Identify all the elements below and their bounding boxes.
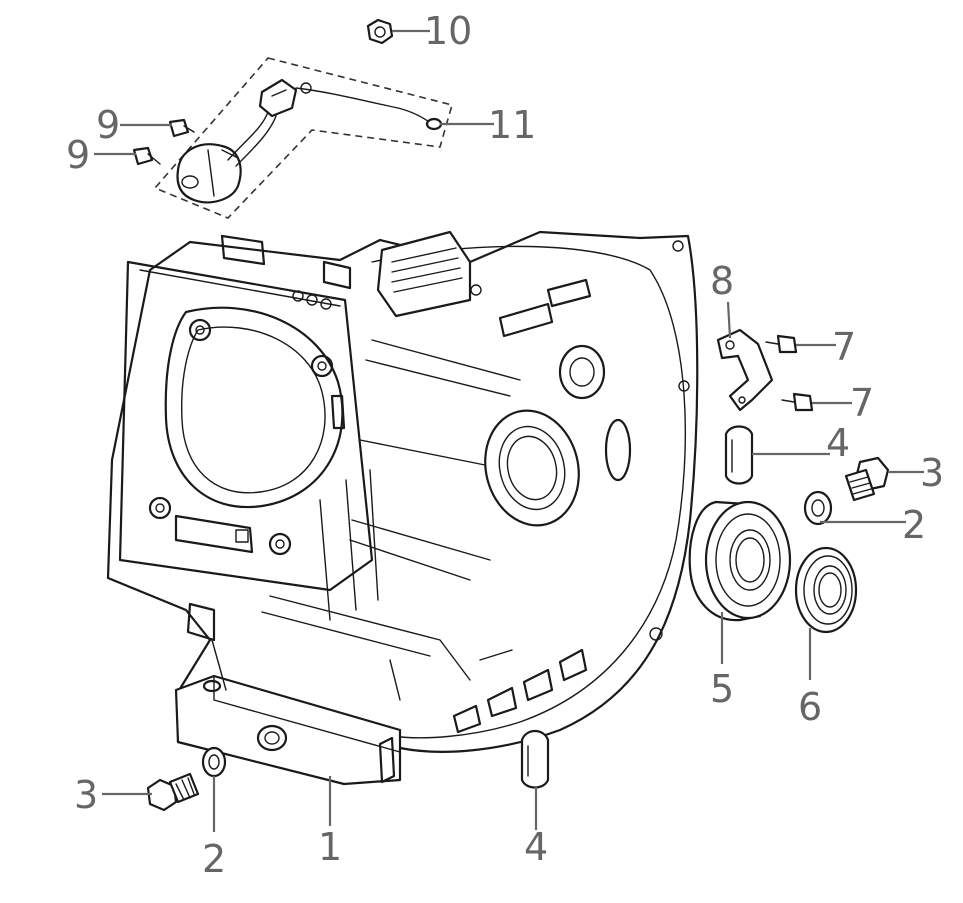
callout-4-bottom: 4 xyxy=(524,825,548,869)
ignition-coil-assembly xyxy=(153,57,453,219)
part-10-nut xyxy=(366,18,394,45)
part-3-plug-left xyxy=(146,772,200,812)
callout-7-upper: 7 xyxy=(832,325,856,369)
callout-3-right: 3 xyxy=(920,451,944,495)
callout-10: 10 xyxy=(424,9,472,53)
part-1-crankcase xyxy=(106,230,699,786)
callout-9-upper: 9 xyxy=(96,103,120,147)
callout-9-lower: 9 xyxy=(66,133,90,177)
callout-1: 1 xyxy=(318,825,342,869)
part-7-screw-upper xyxy=(765,334,798,354)
callout-2-right: 2 xyxy=(902,503,926,547)
part-8-bracket xyxy=(716,328,774,412)
part-9-screw-lower xyxy=(132,146,161,166)
part-9-screw-upper xyxy=(168,118,195,138)
callout-2-left: 2 xyxy=(202,837,226,881)
part-7-screw-lower xyxy=(781,392,814,412)
callout-5: 5 xyxy=(710,667,734,711)
part-5-bearing xyxy=(688,500,792,622)
callout-6: 6 xyxy=(798,685,822,729)
callout-8: 8 xyxy=(710,259,734,303)
callout-3-left: 3 xyxy=(74,773,98,817)
leader-lines xyxy=(94,29,924,832)
callout-11: 11 xyxy=(488,103,536,147)
callout-7-lower: 7 xyxy=(850,381,874,425)
part-6-oil-seal xyxy=(794,546,858,634)
part-3-plug-right xyxy=(844,456,890,502)
callout-4-right: 4 xyxy=(826,421,850,465)
callout-numbers: 10 11 9 9 8 7 7 4 3 2 5 6 3 2 1 4 xyxy=(66,9,944,881)
part-2-washer-right xyxy=(803,490,833,526)
part-2-washer-left xyxy=(201,746,227,778)
part-4-cap-lower xyxy=(520,729,550,789)
part-4-cap-upper xyxy=(724,425,754,485)
